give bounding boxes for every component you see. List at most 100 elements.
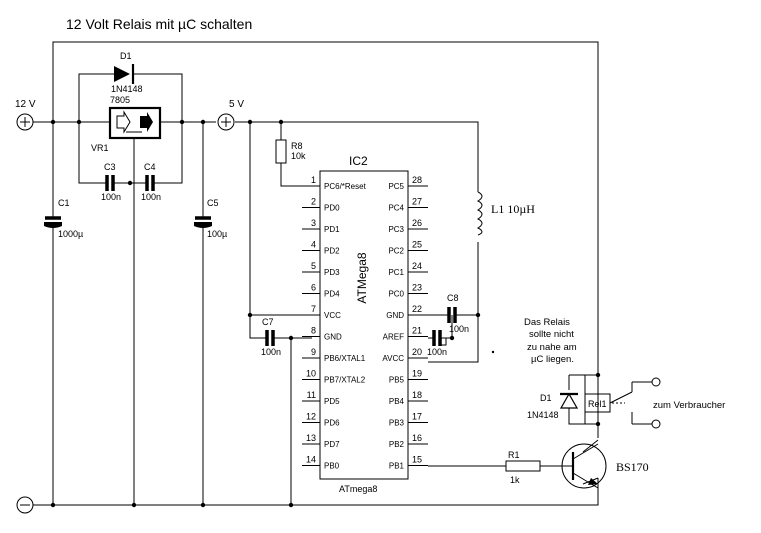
svg-text:IC2: IC2 (349, 154, 368, 168)
capacitor-aref: 100n (427, 330, 447, 357)
ic-pin-number: 19 (412, 369, 422, 379)
ic-pin-number: 10 (306, 369, 316, 379)
svg-text:1000µ: 1000µ (58, 229, 83, 239)
ic-pin-number: 28 (412, 175, 422, 185)
ic-pin-name: PC5 (388, 182, 404, 191)
terminal-12v: 12 V (15, 99, 36, 131)
ic-pin-number: 14 (306, 455, 316, 465)
wires (33, 41, 652, 506)
ic-pin-name: PC3 (388, 225, 404, 234)
ic-pin-name: GND (386, 311, 404, 320)
svg-text:100n: 100n (101, 192, 121, 202)
ic-pin-number: 18 (412, 390, 422, 400)
ic-pin-name: PC2 (388, 247, 404, 256)
svg-text:C5: C5 (207, 198, 219, 208)
svg-text:BS170: BS170 (616, 460, 649, 474)
ic-pin-number: 27 (412, 197, 422, 207)
svg-text:C3: C3 (104, 162, 116, 172)
svg-text:C8: C8 (447, 293, 459, 303)
ic-pin-name: PB7/XTAL2 (324, 376, 366, 385)
ic-pin-name: PD5 (324, 397, 340, 406)
ic-pin-number: 20 (412, 347, 422, 357)
ic-pin-name: PB5 (389, 376, 405, 385)
capacitor-c3: C3 100n (101, 162, 121, 202)
ic-pin-number: 13 (306, 433, 316, 443)
svg-text:ATMega8: ATMega8 (355, 252, 369, 303)
ic-pin-number: 16 (412, 433, 422, 443)
ic-pin-name: PD3 (324, 268, 340, 277)
ic-pin-name: PD2 (324, 247, 340, 256)
ic-pin-number: 25 (412, 240, 422, 250)
svg-text:C7: C7 (262, 317, 274, 327)
resistor-r1: R1 1k (505, 450, 541, 485)
svg-text:zu nahe am: zu nahe am (527, 342, 577, 353)
ic-pin-name: PB1 (389, 462, 405, 471)
svg-text:Das Relais: Das Relais (524, 317, 570, 328)
svg-text:R8: R8 (291, 141, 303, 151)
capacitor-c5: C5 100µ (194, 198, 227, 239)
relay-rel1: Rel1 zum Verbraucher (584, 377, 725, 429)
ic-pin-name: PC6/*Reset (324, 182, 367, 191)
ic-pin-name: PC0 (388, 290, 404, 299)
ic-pin-number: 5 (311, 261, 316, 271)
ic-pin-number: 21 (412, 326, 422, 336)
terminal-5v: 5 V (217, 99, 244, 131)
ic-pin-number: 3 (311, 218, 316, 228)
relay-diode-d1: D1 1N4148 (527, 392, 579, 420)
ic-pin-number: 6 (311, 283, 316, 293)
svg-text:L1 10µH: L1 10µH (491, 202, 535, 216)
svg-text:Rel1: Rel1 (588, 399, 607, 409)
ic-pin-number: 22 (412, 304, 422, 314)
ic-pin-name: GND (324, 333, 342, 342)
svg-text:7805: 7805 (110, 95, 130, 105)
capacitor-c8: C8 100n (447, 293, 469, 334)
svg-text:1k: 1k (510, 475, 520, 485)
ic-pin-name: PD4 (324, 290, 340, 299)
ic-pin-name: VCC (324, 311, 341, 320)
ic-pin-name: PC1 (388, 268, 404, 277)
svg-text:100n: 100n (427, 347, 447, 357)
regulator-7805: 7805 VR1 (91, 95, 162, 153)
ic-pin-name: AREF (383, 333, 404, 342)
ic-left-pins: 1PC6/*Reset2PD03PD14PD25PD36PD47VCC8GND9… (302, 175, 367, 471)
svg-text:zum Verbraucher: zum Verbraucher (653, 400, 725, 411)
svg-text:1N4148: 1N4148 (527, 410, 559, 420)
ic-pin-name: PB6/XTAL1 (324, 354, 366, 363)
svg-text:100n: 100n (449, 324, 469, 334)
ic-right-pins: 28PC527PC426PC325PC224PC123PC022GND21ARE… (382, 175, 428, 471)
svg-text:D1: D1 (120, 51, 132, 61)
ic-pin-number: 1 (311, 175, 316, 185)
svg-text:1N4148: 1N4148 (111, 84, 143, 94)
ic-pin-name: PD6 (324, 419, 340, 428)
svg-text:12 V: 12 V (15, 99, 36, 110)
ic-pin-name: AVCC (382, 354, 404, 363)
ic-pin-name: PB4 (389, 397, 405, 406)
svg-text:5 V: 5 V (229, 99, 244, 110)
svg-text:100n: 100n (261, 347, 281, 357)
svg-text:100µ: 100µ (207, 229, 227, 239)
svg-text:D1: D1 (540, 393, 552, 403)
ic-pin-number: 9 (311, 347, 316, 357)
capacitor-c7: C7 100n (261, 317, 281, 357)
svg-text:VR1: VR1 (91, 143, 109, 153)
ic-pin-name: PD1 (324, 225, 340, 234)
ic-pin-number: 24 (412, 261, 422, 271)
svg-text:C4: C4 (144, 162, 156, 172)
svg-text:100n: 100n (141, 192, 161, 202)
ic-pin-name: PD0 (324, 204, 340, 213)
ic-pin-number: 7 (311, 304, 316, 314)
ic-pin-name: PB3 (389, 419, 405, 428)
transistor-bs170: BS170 (561, 443, 649, 489)
svg-text:ATmega8: ATmega8 (339, 484, 377, 494)
ic-pin-name: PB0 (324, 462, 340, 471)
terminal-ground (16, 496, 34, 514)
inductor-l1: L1 10µH (476, 191, 535, 236)
capacitor-c1: C1 1000µ (44, 198, 83, 239)
ic-pin-number: 2 (311, 197, 316, 207)
ic-pin-number: 23 (412, 283, 422, 293)
ic-pin-number: 26 (412, 218, 422, 228)
diode-d1-top: D1 1N4148 (111, 51, 143, 94)
ic-pin-number: 4 (311, 240, 316, 250)
capacitor-c4: C4 100n (141, 162, 161, 202)
